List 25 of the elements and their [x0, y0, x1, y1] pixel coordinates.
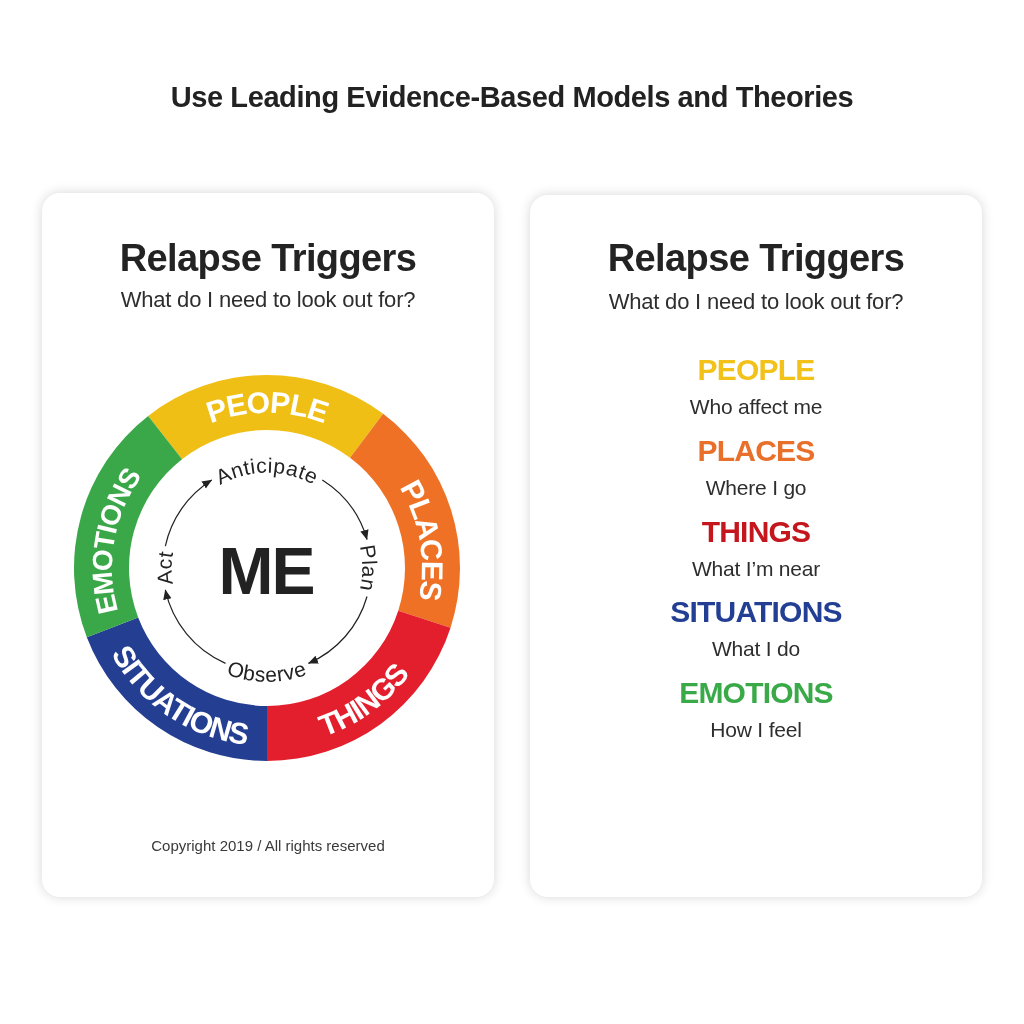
category-description: How I feel: [710, 718, 802, 742]
page-title: Use Leading Evidence-Based Models and Theories: [170, 80, 854, 114]
card-subtitle: What do I need to look out for?: [608, 289, 904, 315]
category-heading: SITUATIONS: [670, 595, 842, 629]
category-description: Who affect me: [689, 395, 823, 419]
category-description: What I do: [711, 637, 801, 661]
center-label: ME: [218, 535, 314, 609]
copyright-text: Copyright 2019 / All rights reserved: [151, 837, 385, 855]
card-subtitle: What do I need to look out for?: [120, 287, 416, 313]
step-label: Anticipate: [211, 453, 323, 489]
step-label: Act: [152, 549, 177, 586]
category-heading: THINGS: [701, 515, 811, 549]
segment-label: PEOPLE: [202, 385, 332, 429]
category-heading: PEOPLE: [697, 353, 815, 387]
card-title: Relapse Triggers: [119, 236, 417, 280]
category-description: Where I go: [705, 476, 807, 500]
ring-segment: [350, 413, 460, 628]
cycle-arrow: [164, 479, 213, 547]
category-heading: PLACES: [697, 434, 815, 468]
category-description: What I’m near: [691, 557, 821, 581]
card: [42, 193, 494, 897]
card-title: Relapse Triggers: [607, 236, 905, 280]
cycle-arrow: [307, 595, 368, 664]
category-heading: EMOTIONS: [679, 676, 833, 710]
cycle-arrow: [321, 479, 368, 541]
